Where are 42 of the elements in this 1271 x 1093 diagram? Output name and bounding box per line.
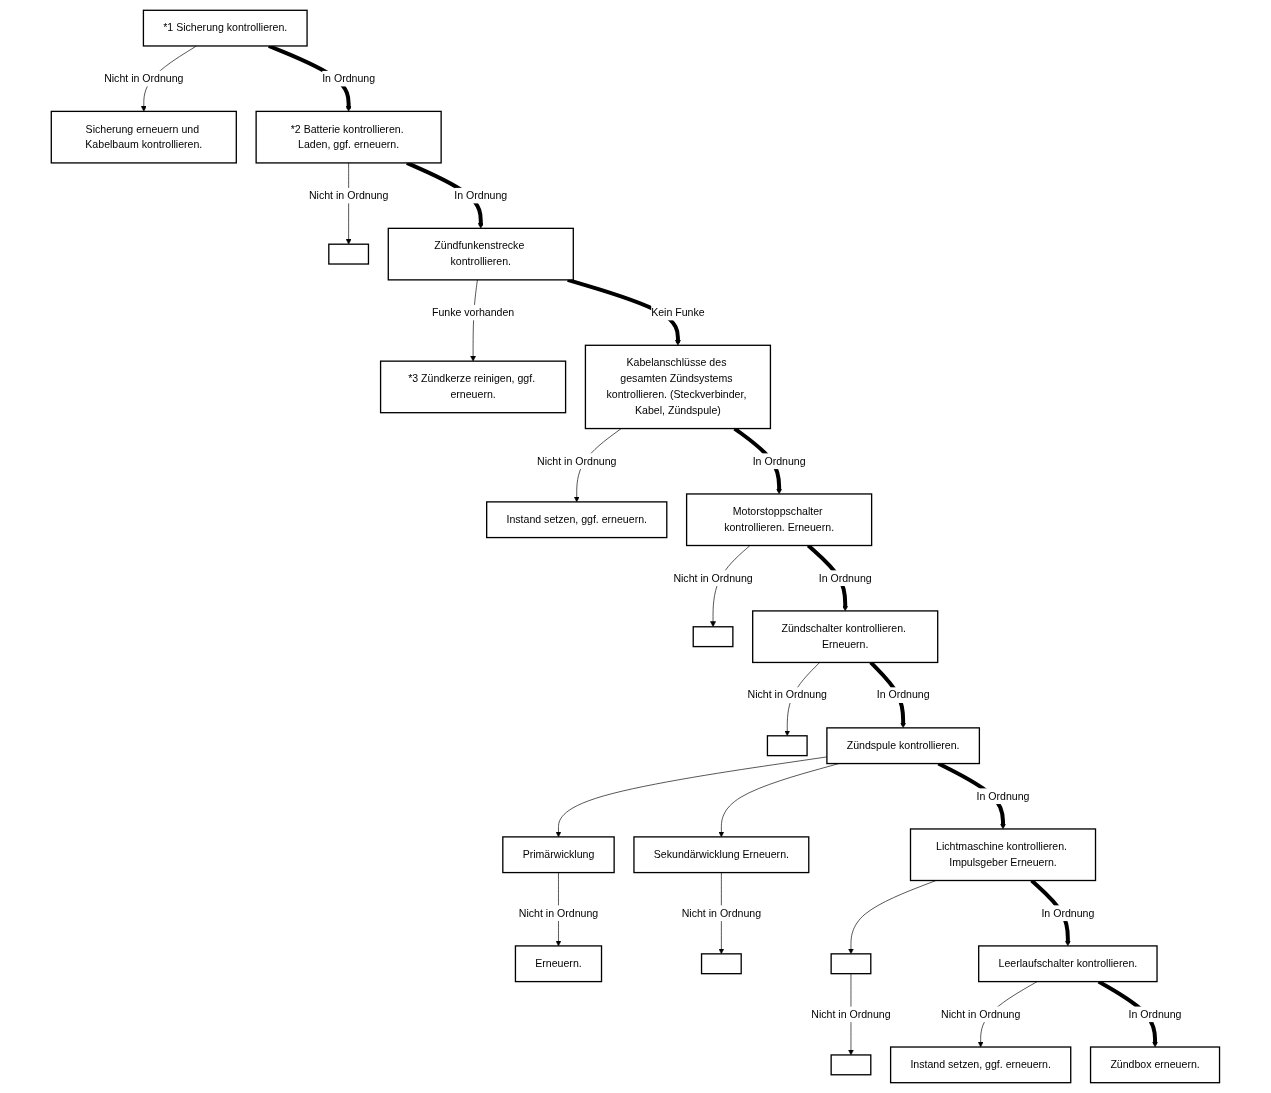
edge-label: Funke vorhanden — [432, 306, 515, 318]
node-box: *3 Zündkerze reinigen, ggf. erneuern. — [380, 360, 567, 414]
node-box — [700, 953, 742, 975]
node-box: Zündschalter kontrollieren. Erneuern. — [752, 610, 939, 664]
edge-label: In Ordnung — [876, 689, 930, 701]
edge-label: Nicht in Ordnung — [941, 1008, 1021, 1020]
node-box: Erneuern. — [514, 945, 603, 983]
edge-label: In Ordnung — [1041, 907, 1095, 919]
node-box: Sicherung erneuern und Kabelbaum kontrollieren. — [50, 110, 238, 164]
edge-label: Nicht in Ordnung — [309, 189, 389, 201]
node-box: Leerlaufschalter kontrollieren. — [978, 945, 1158, 983]
node-box — [830, 953, 872, 975]
edge-label: Nicht in Ordnung — [104, 72, 184, 84]
node-box: Zündspule kontrollieren. — [826, 727, 981, 765]
node-box: Kabelanschlüsse des gesamten Zündsystems kontrollieren. (Steckverbinder, Kabel, Zündspule) — [584, 344, 772, 430]
node-box: *1 Sicherung kontrollieren. — [142, 9, 308, 47]
edge-label: In Ordnung — [818, 572, 872, 584]
node-box: Primärwicklung — [502, 836, 615, 874]
node-box — [328, 243, 370, 265]
node-box: Zündbox erneuern. — [1089, 1046, 1221, 1084]
edge-label: In Ordnung — [1128, 1008, 1182, 1020]
node-box: Instand setzen, ggf. erneuern. — [890, 1046, 1072, 1084]
node-box: Zündfunkenstrecke kontrollieren. — [387, 227, 575, 281]
edge-label: Nicht in Ordnung — [747, 689, 827, 701]
edge-label: Nicht in Ordnung — [811, 1008, 891, 1020]
node-box: Instand setzen, ggf. erneuern. — [486, 501, 668, 539]
edge-label: Nicht in Ordnung — [537, 455, 617, 467]
edge-label: Nicht in Ordnung — [673, 572, 753, 584]
node-box — [766, 735, 808, 757]
edge-label: In Ordnung — [322, 72, 376, 84]
node-box: *2 Batterie kontrollieren. Laden, ggf. erneuern. — [255, 110, 442, 164]
node-box — [830, 1054, 872, 1076]
edge-label: Nicht in Ordnung — [681, 907, 762, 919]
edge-label: In Ordnung — [752, 455, 806, 467]
node-box — [692, 626, 734, 648]
edge-label: Kein Funke — [651, 306, 705, 318]
node-box: Motorstoppschalter kontrollieren. Erneuern. — [686, 493, 873, 547]
edge-label: In Ordnung — [454, 189, 508, 201]
node-box: Lichtmaschine kontrollieren. Impulsgeber Erneuern. — [909, 828, 1097, 882]
edge-label: Nicht in Ordnung — [518, 907, 599, 919]
node-box: Sekundärwicklung Erneuern. — [633, 836, 810, 874]
edge-label: In Ordnung — [976, 790, 1030, 802]
